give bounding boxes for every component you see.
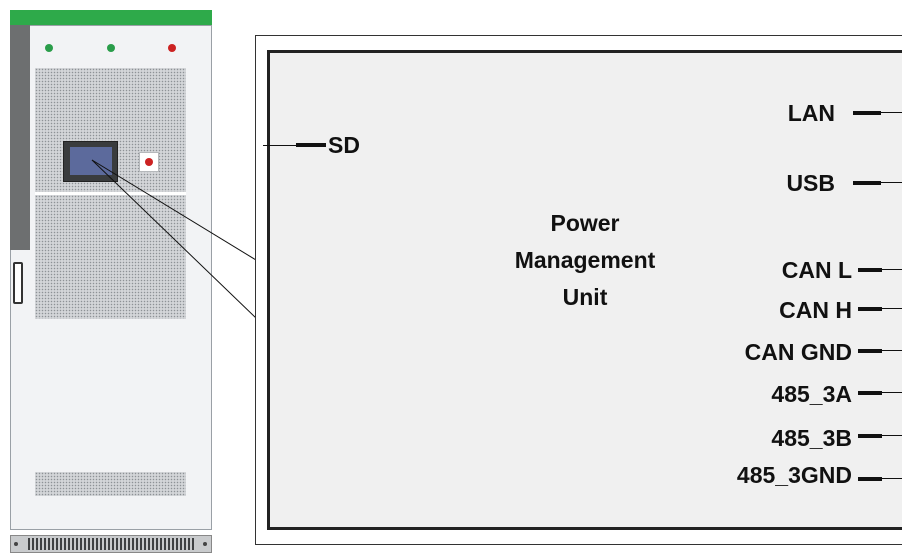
port-pin-usb xyxy=(853,181,881,185)
unit-title-line-1: Power xyxy=(550,210,620,236)
unit-title: Power Management Unit xyxy=(470,205,700,316)
port-wire-lan xyxy=(881,112,902,113)
touchscreen-display xyxy=(70,147,112,175)
power-management-unit-box xyxy=(267,50,902,530)
port-label-sd: SD xyxy=(328,132,360,158)
port-wire-can-l xyxy=(882,269,902,270)
grille-divider xyxy=(35,192,186,195)
port-label-can-gnd: CAN GND xyxy=(744,339,852,365)
port-label-485-3a: 485_3A xyxy=(771,381,852,407)
port-label-can-l: CAN L xyxy=(781,257,852,283)
port-label-485-3gnd: 485_3GND xyxy=(736,462,852,488)
port-wire-can-gnd xyxy=(882,350,902,351)
base-vent-slots xyxy=(28,538,194,550)
led-green-indicator-1 xyxy=(45,44,53,52)
port-wire-485-3a xyxy=(882,392,902,393)
port-wire-usb xyxy=(881,182,902,183)
port-wire-485-3b xyxy=(882,435,902,436)
sd-pin xyxy=(296,143,326,147)
base-screw-right xyxy=(203,542,207,546)
port-pin-485-3b xyxy=(858,434,882,438)
port-pin-can-h xyxy=(858,307,882,311)
cabinet-hinge xyxy=(10,25,30,250)
port-pin-485-3gnd xyxy=(858,477,882,481)
port-wire-485-3gnd xyxy=(882,478,902,479)
base-screw-left xyxy=(14,542,18,546)
port-label-can-h: CAN H xyxy=(779,297,852,323)
sd-wire xyxy=(263,145,296,146)
port-pin-can-gnd xyxy=(858,349,882,353)
unit-title-line-2: Management xyxy=(514,247,656,273)
led-green-indicator-2 xyxy=(107,44,115,52)
cabinet-top-trim xyxy=(10,10,212,25)
emergency-stop-dot xyxy=(145,158,153,166)
middle-vent-grille xyxy=(35,195,186,319)
unit-title-line-3: Unit xyxy=(562,284,608,310)
port-pin-lan xyxy=(853,111,881,115)
port-label-lan: LAN xyxy=(787,100,835,126)
door-handle-icon xyxy=(13,262,23,304)
port-pin-485-3a xyxy=(858,391,882,395)
bottom-vent-grille xyxy=(35,472,186,496)
port-label-485-3b: 485_3B xyxy=(771,425,852,451)
port-pin-can-l xyxy=(858,268,882,272)
led-red-indicator xyxy=(168,44,176,52)
port-wire-can-h xyxy=(882,308,902,309)
port-label-usb: USB xyxy=(786,170,835,196)
